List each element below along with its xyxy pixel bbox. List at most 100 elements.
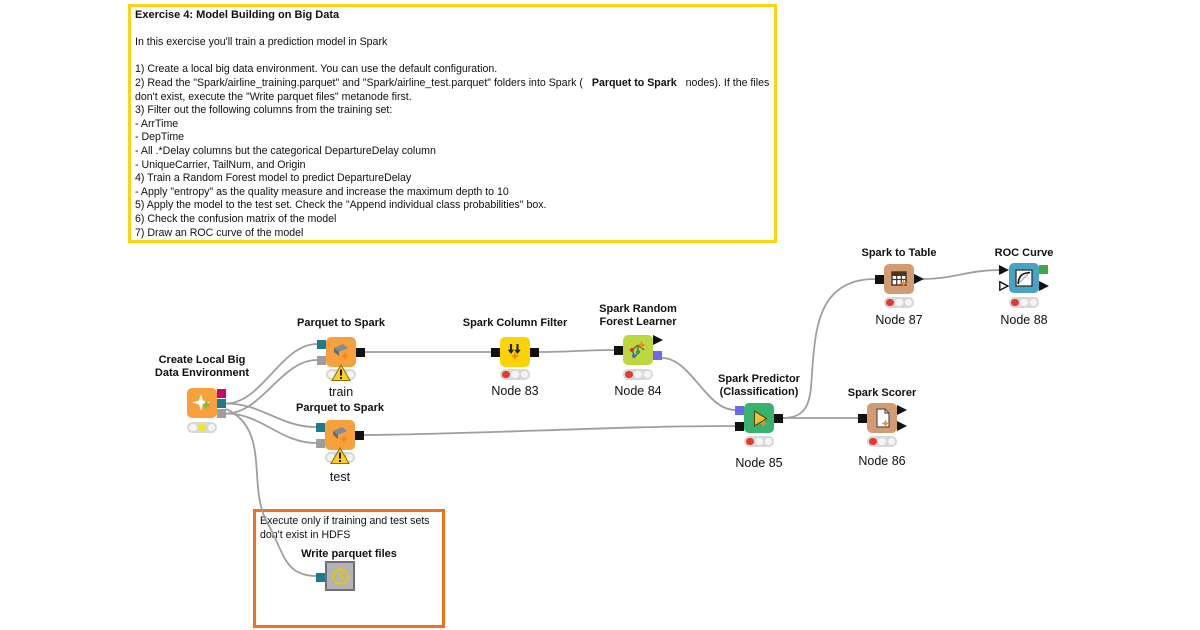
node-name-node84[interactable]: Node 84 [614, 384, 662, 398]
exercise-step7: 7) Draw an ROC curve of the model [135, 226, 304, 239]
metanode-write-parquet-files[interactable] [316, 561, 355, 591]
node-parquet-to-spark-train[interactable] [317, 337, 365, 367]
port-in-hdfs-teal[interactable] [316, 422, 325, 432]
node-name-node87[interactable]: Node 87 [875, 313, 923, 327]
exercise-filter-arrtime: - ArrTime [135, 117, 179, 130]
port-out-hdfs-teal[interactable] [217, 399, 226, 408]
exercise-filter-delay: - All .*Delay columns but the categorica… [135, 144, 436, 157]
metanode-label: Write parquet files [301, 548, 397, 560]
port-in-hdfs-teal[interactable] [316, 572, 325, 582]
node-roc-curve[interactable] [999, 263, 1049, 293]
edge-columnfilter-to-learner [538, 349, 615, 353]
edge-create-to-metanode [225, 408, 317, 577]
node-spark-random-forest-learner[interactable] [614, 335, 663, 365]
hdfs-annotation-box[interactable]: Execute only if training and test sets d… [253, 509, 445, 628]
port-out-data[interactable] [774, 413, 783, 423]
node-label-column-filter: Spark Column Filter [462, 317, 568, 329]
port-out-triangle-bottom[interactable] [897, 421, 907, 431]
port-in-data[interactable] [735, 421, 744, 431]
port-out-model-blue[interactable] [653, 351, 662, 360]
exercise-step3: 3) Filter out the following columns from… [135, 104, 393, 117]
node-label-predictor: Spark Predictor(Classification) [718, 373, 800, 398]
edge-totable-to-roc [922, 269, 1001, 280]
random-forest-icon [629, 340, 646, 358]
port-out-triangle[interactable] [914, 274, 924, 284]
exercise-step4: 4) Train a Random Forest model to predic… [135, 172, 412, 185]
edge-create-to-train-spark [225, 359, 318, 415]
port-in-triangle-top[interactable] [999, 265, 1009, 275]
port-in-data[interactable] [491, 347, 500, 357]
edge-create-to-test-hdfs [225, 402, 317, 428]
traffic-light-node84 [623, 369, 653, 380]
traffic-light-test [325, 447, 355, 464]
port-out-image-green[interactable] [1039, 265, 1048, 274]
port-in-data[interactable] [858, 413, 867, 423]
node-name-test[interactable]: test [329, 470, 351, 484]
traffic-light-node87 [884, 297, 914, 308]
exercise-filter-carrier: - UniqueCarrier, TailNum, and Origin [135, 158, 306, 171]
hdfs-note-line2: don't exist in HDFS [260, 528, 351, 541]
warning-icon [330, 447, 350, 464]
node-spark-scorer[interactable] [858, 403, 907, 433]
traffic-light-create [187, 422, 217, 433]
port-in-data[interactable] [614, 345, 623, 355]
exercise-step4-sub: - Apply "entropy" as the quality measure… [135, 185, 509, 198]
port-out-data[interactable] [530, 347, 539, 357]
edge-learner-to-predictor-model [661, 357, 736, 411]
port-out-triangle[interactable] [1039, 281, 1049, 291]
big-data-spark-icon [192, 394, 210, 411]
exercise-filter-deptime: - DepTime [135, 131, 185, 144]
traffic-light-train [326, 364, 356, 381]
exercise-intro: In this exercise you'll train a predicti… [135, 36, 388, 49]
port-in-triangle-bottom-hollow[interactable] [999, 281, 1009, 291]
port-in-hdfs-teal[interactable] [317, 339, 326, 349]
node-label-parquet-test: Parquet to Spark [295, 402, 385, 414]
node-name-node88[interactable]: Node 88 [1000, 313, 1048, 327]
exercise-step2: 2) Read the "Spark/airline_training.parq… [135, 76, 770, 89]
edge-create-to-train-hdfs [225, 343, 318, 405]
node-name-node86[interactable]: Node 86 [858, 454, 906, 468]
port-in-model-blue[interactable] [735, 405, 744, 415]
node-name-node83[interactable]: Node 83 [491, 384, 539, 398]
parquet-icon [333, 427, 349, 444]
traffic-light-node85 [744, 436, 774, 447]
node-label-to-table: Spark to Table [861, 247, 937, 259]
hdfs-note-line1: Execute only if training and test sets [260, 515, 430, 527]
port-out-data[interactable] [356, 347, 365, 357]
traffic-light-node88 [1009, 297, 1039, 308]
port-out-triangle-top[interactable] [897, 405, 907, 415]
port-out-magenta[interactable] [217, 389, 226, 398]
node-create-local-big-data-environment[interactable] [187, 388, 226, 418]
edge-test-to-predictor-data [363, 425, 736, 436]
node-parquet-to-spark-test[interactable] [316, 420, 364, 450]
port-in-spark-gray[interactable] [316, 438, 325, 448]
node-label-scorer: Spark Scorer [847, 387, 917, 399]
roc-curve-icon [1015, 269, 1033, 287]
node-spark-column-filter[interactable] [491, 337, 539, 367]
exercise-step5: 5) Apply the model to the test set. Chec… [135, 199, 547, 212]
node-spark-predictor[interactable] [735, 403, 783, 433]
traffic-light-node86 [867, 436, 897, 447]
port-out-data[interactable] [355, 430, 364, 440]
parquet-to-spark-ref: Parquet to Spark [591, 76, 677, 89]
exercise-annotation-box[interactable]: Exercise 4: Model Building on Big Data I… [128, 4, 777, 243]
column-filter-icon [507, 344, 521, 361]
port-in-data[interactable] [875, 274, 884, 284]
node-name-train[interactable]: train [328, 385, 354, 399]
node-spark-to-table[interactable] [875, 264, 924, 294]
node-name-node85[interactable]: Node 85 [735, 456, 783, 470]
scorer-document-icon [876, 408, 890, 428]
port-in-spark-gray[interactable] [317, 355, 326, 365]
port-out-spark-gray[interactable] [217, 409, 226, 418]
exercise-step6: 6) Check the confusion matrix of the mod… [135, 212, 337, 225]
parquet-icon [334, 344, 350, 361]
port-out-flow-triangle[interactable] [653, 335, 663, 345]
predictor-play-icon [753, 410, 768, 428]
node-label-roc-curve: ROC Curve [994, 247, 1054, 259]
node-label-parquet-train: Parquet to Spark [296, 317, 386, 329]
exercise-step1: 1) Create a local big data environment. … [135, 63, 498, 76]
exercise-title: Exercise 4: Model Building on Big Data [135, 9, 340, 21]
